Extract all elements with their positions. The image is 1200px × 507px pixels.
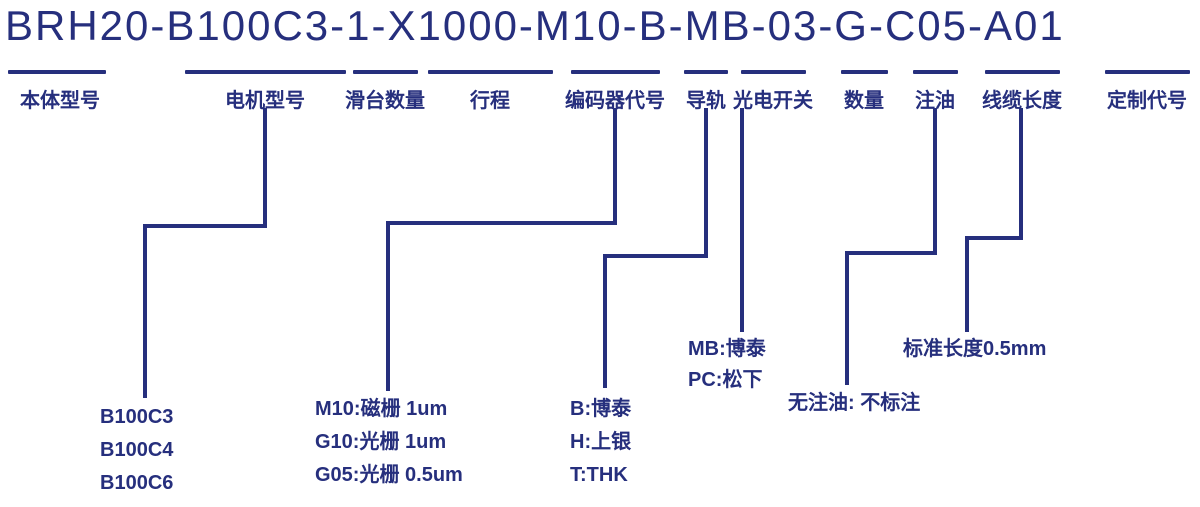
option-item: M10:磁栅 1um	[315, 398, 448, 420]
segment-label-body-model: 本体型号	[20, 90, 100, 112]
segment-label-oil: 注油	[915, 90, 955, 112]
option-list-motor-model: B100C3 B100C4 B100C6	[100, 401, 173, 500]
underline-encoder-code	[571, 70, 660, 74]
option-item: G05:光栅 0.5um	[315, 464, 463, 486]
underline-custom-code	[1105, 70, 1190, 74]
segment-label-quantity: 数量	[844, 90, 884, 112]
option-list-encoder-code: M10:磁栅 1um G10:光栅 1um G05:光栅 0.5um	[315, 393, 463, 492]
underline-guide-rail	[684, 70, 728, 74]
underline-motor-model	[185, 70, 346, 74]
option-item: 无注油: 不标注	[788, 392, 921, 414]
segment-label-photo-switch: 光电开关	[733, 90, 813, 112]
option-item: B100C3	[100, 406, 174, 428]
underline-cable-length	[985, 70, 1060, 74]
segment-label-cable-length: 线缆长度	[982, 90, 1062, 112]
option-item: H:上银	[570, 431, 632, 453]
option-item: B100C6	[100, 472, 174, 494]
underline-oil	[913, 70, 958, 74]
option-list-guide-rail: B:博泰 H:上银 T:THK	[570, 393, 631, 492]
option-item: G10:光栅 1um	[315, 431, 447, 453]
option-item: MB:博泰	[688, 338, 766, 360]
option-item: T:THK	[570, 464, 628, 486]
option-item: B100C4	[100, 439, 174, 461]
segment-label-stroke: 行程	[470, 90, 510, 112]
underline-slide-count	[353, 70, 418, 74]
segment-label-motor-model: 电机型号	[225, 90, 305, 112]
option-item: 标准长度0.5mm	[903, 338, 1047, 360]
option-item: B:博泰	[570, 398, 632, 420]
option-item: PC:松下	[688, 369, 763, 391]
underline-quantity	[841, 70, 888, 74]
segment-label-encoder-code: 编码器代号	[565, 90, 665, 112]
underline-body-model	[8, 70, 106, 74]
option-list-cable-length: 标准长度0.5mm	[903, 333, 1046, 366]
option-list-oil: 无注油: 不标注	[788, 387, 920, 420]
option-list-photo-switch: MB:博泰 PC:松下	[688, 334, 766, 396]
model-code: BRH20-B100C3-1-X1000-M10-B-MB-03-G-C05-A…	[5, 2, 1065, 49]
segment-label-slide-count: 滑台数量	[345, 90, 425, 112]
underline-stroke	[428, 70, 553, 74]
segment-label-custom-code: 定制代号	[1107, 90, 1187, 112]
underline-photo-switch	[741, 70, 806, 74]
segment-label-guide-rail: 导轨	[686, 90, 726, 112]
